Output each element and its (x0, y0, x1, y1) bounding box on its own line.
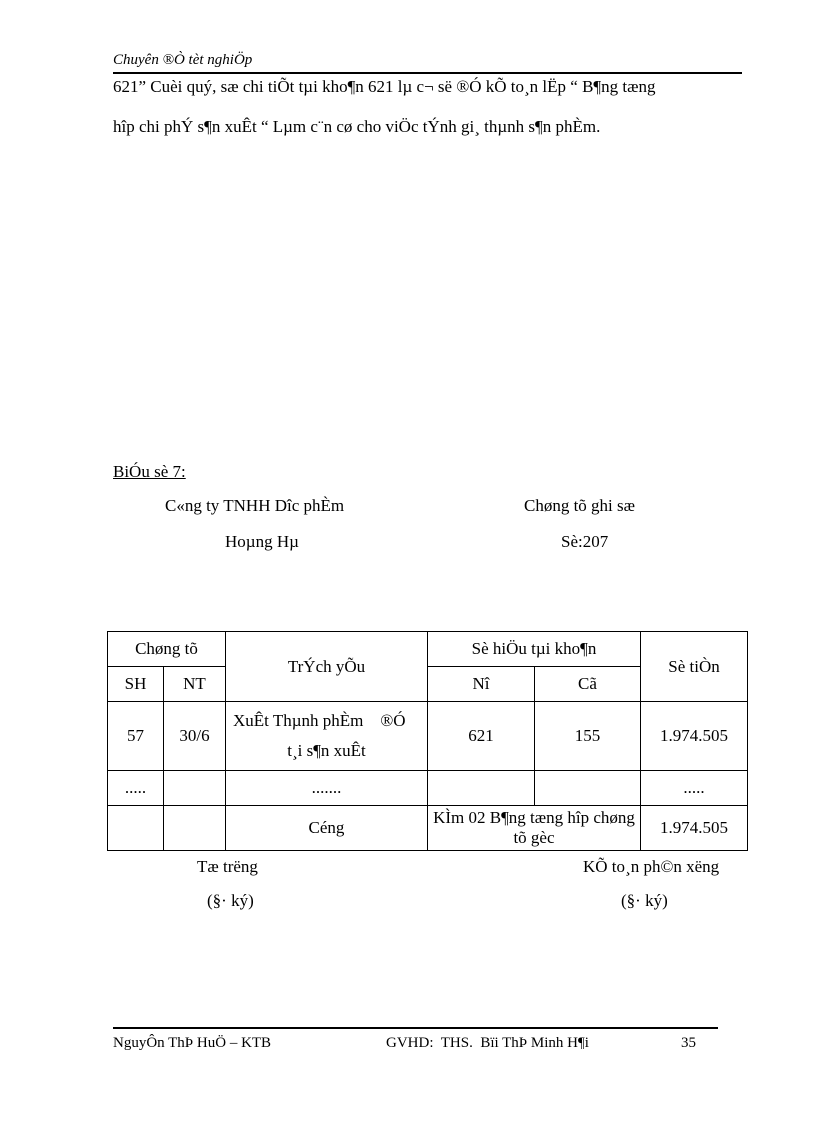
header-amount: Sè tiÒn (640, 631, 748, 702)
footer-rule (113, 1027, 718, 1029)
company-name: C«ng ty TNHH Dîc phÈm (165, 496, 345, 515)
footer-advisor: GVHD: THS. Bïi ThÞ Minh H¶i (386, 1035, 589, 1051)
header-rule (113, 72, 742, 74)
cell-summary: ....... (225, 770, 428, 806)
cell-sh: 57 (107, 701, 164, 771)
table-row: ..... ....... ..... (107, 770, 748, 806)
footer-author: NguyÔn ThÞ HuÖ – KTB (113, 1035, 272, 1051)
cell-empty (107, 805, 164, 851)
document-number: Sè:207 (561, 532, 609, 551)
signature-left-title: Tæ trëng (197, 857, 258, 876)
signature-left-note: (§· ký) (207, 891, 254, 910)
cell-credit (534, 770, 641, 806)
voucher-table: Chøng tõ TrÝch yÕu Sè hiÖu tµi kho¶n Sè … (107, 631, 748, 851)
cell-debit (427, 770, 535, 806)
cell-debit: 621 (427, 701, 535, 771)
form-label: BiÓu sè 7: (113, 462, 186, 481)
signature-right-title: KÕ to¸n ph©n xëng (583, 857, 720, 876)
header-sh: SH (107, 666, 164, 702)
cell-credit: 155 (534, 701, 641, 771)
page-number: 35 (681, 1035, 696, 1051)
document-title: Chøng tõ ghi sæ (524, 496, 635, 515)
cell-amount: 1.974.505 (640, 701, 748, 771)
summary-line: t¸i s¶n xuÊt (287, 741, 366, 760)
header-summary: TrÝch yÕu (225, 631, 428, 702)
header-debit: Nî (427, 666, 535, 702)
header-credit: Cã (534, 666, 641, 702)
total-label: Céng (225, 805, 428, 851)
paragraph-line: 621” Cuèi quý, sæ chi tiÕt tµi kho¶n 621… (113, 77, 656, 96)
cell-empty (163, 805, 226, 851)
table-row: 57 30/6 XuÊt Thµnh phÈm ®Ó t¸i s¶n xuÊt … (107, 701, 748, 771)
cell-sh: ..... (107, 770, 164, 806)
header-voucher: Chøng tõ (107, 631, 226, 667)
cell-nt: 30/6 (163, 701, 226, 771)
running-header: Chuyên ®Ò tèt nghiÖp (113, 52, 253, 68)
cell-summary: XuÊt Thµnh phÈm ®Ó t¸i s¶n xuÊt (225, 701, 428, 771)
header-account: Sè hiÖu tµi kho¶n (427, 631, 641, 667)
summary-line: XuÊt Thµnh phÈm ®Ó (233, 711, 406, 730)
paragraph-line: hîp chi phÝ s¶n xuÊt “ Lµm c¨n cø cho vi… (113, 117, 601, 136)
attachment-note: KÌm 02 B¶ng tæng hîp chøng tõ gèc (427, 805, 641, 851)
total-row: Céng KÌm 02 B¶ng tæng hîp chøng tõ gèc 1… (107, 805, 748, 851)
cell-nt (163, 770, 226, 806)
signature-right-note: (§· ký) (621, 891, 668, 910)
header-nt: NT (163, 666, 226, 702)
total-amount: 1.974.505 (640, 805, 748, 851)
company-name-line2: Hoµng Hµ (225, 532, 299, 551)
cell-amount: ..... (640, 770, 748, 806)
